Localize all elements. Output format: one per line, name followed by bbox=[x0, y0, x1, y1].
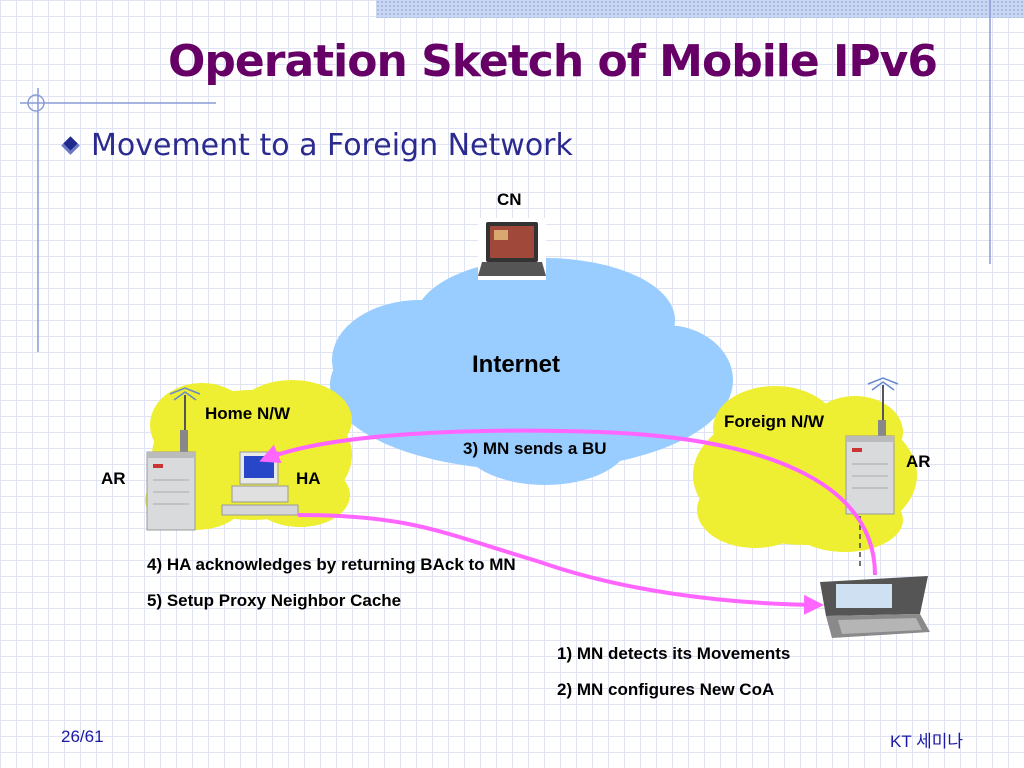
internet-label: Internet bbox=[472, 351, 561, 378]
footer-label: KT 세미나 bbox=[890, 732, 964, 751]
bullet-text: Movement to a Foreign Network bbox=[91, 128, 573, 163]
internet-cloud bbox=[330, 258, 733, 485]
step-1-label: 1) MN detects its Movements bbox=[557, 644, 791, 663]
ha-label: HA bbox=[296, 469, 321, 488]
binding-ack-arrow bbox=[297, 513, 824, 615]
binding-update-arrow bbox=[259, 428, 877, 576]
ar-router-left-icon bbox=[146, 387, 201, 531]
mn-mobile-device-icon bbox=[820, 576, 930, 638]
step-3-label: 3) MN sends a BU bbox=[463, 439, 607, 458]
cn-laptop-icon bbox=[478, 218, 546, 280]
bullet-item: Movement to a Foreign Network bbox=[61, 128, 573, 163]
cn-label: CN bbox=[497, 190, 522, 209]
step-5-label: 5) Setup Proxy Neighbor Cache bbox=[147, 591, 402, 610]
ar-right-label: AR bbox=[906, 452, 931, 471]
ar-router-right-icon bbox=[845, 377, 899, 570]
foreign-network-label: Foreign N/W bbox=[724, 412, 825, 431]
header-band bbox=[376, 0, 1024, 18]
slide-title: Operation Sketch of Mobile IPv6 bbox=[168, 36, 938, 87]
home-network-label: Home N/W bbox=[205, 404, 290, 423]
ar-left-label: AR bbox=[101, 469, 126, 488]
step-4-label: 4) HA acknowledges by returning BAck to … bbox=[147, 555, 516, 574]
page-number: 26/61 bbox=[61, 727, 104, 746]
home-network-cloud bbox=[145, 380, 352, 530]
step-2-label: 2) MN configures New CoA bbox=[557, 680, 775, 699]
